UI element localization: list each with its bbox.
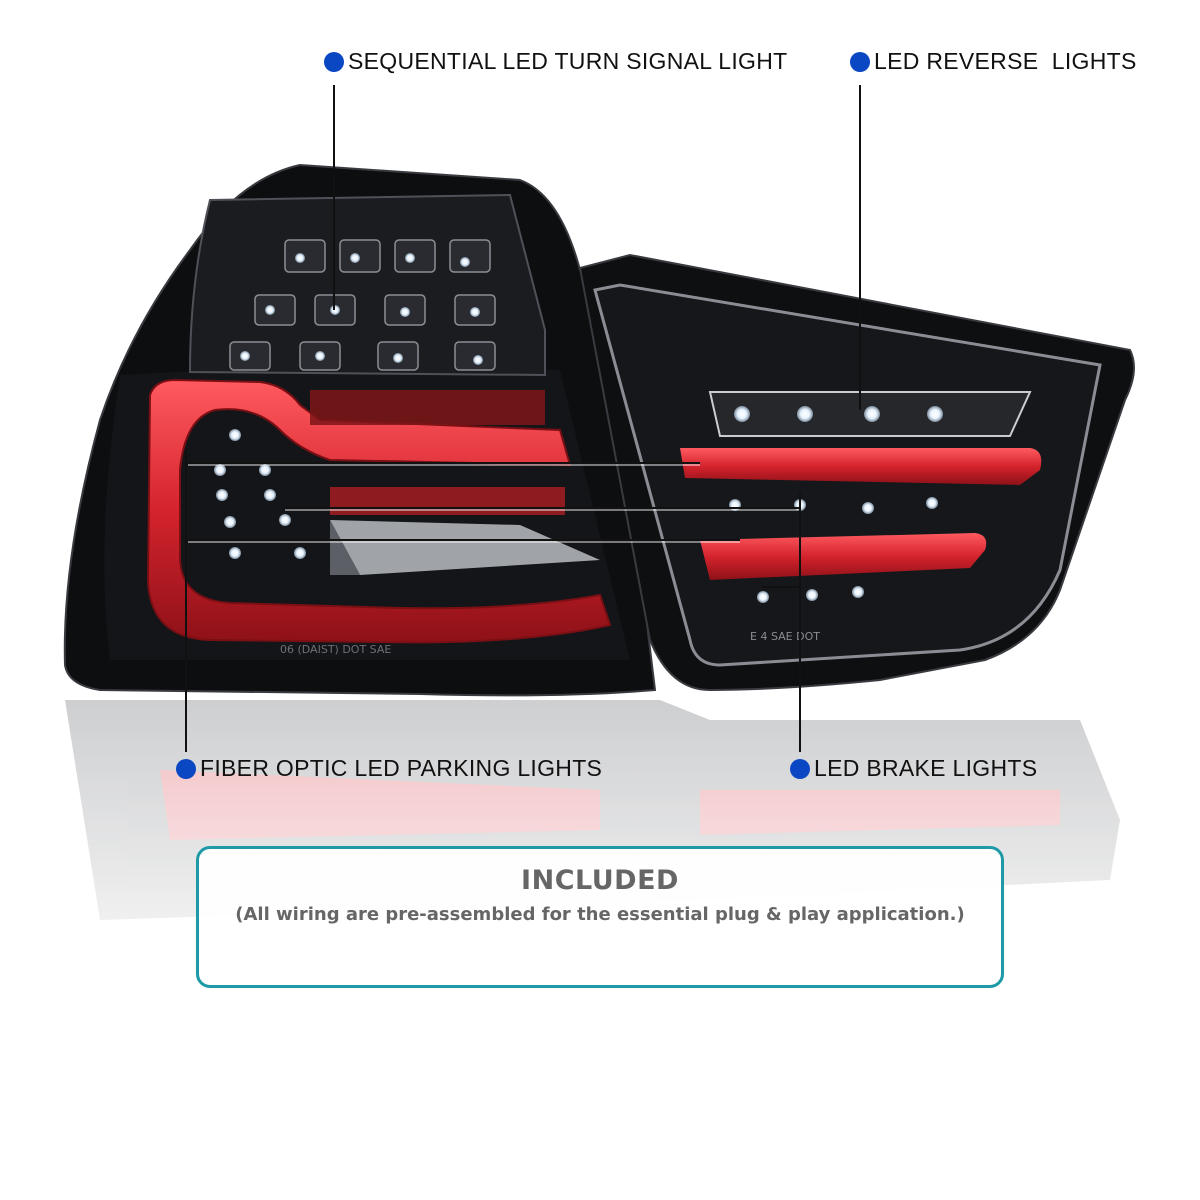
included-title: INCLUDED (521, 865, 679, 896)
callout-brake-lights: LED BRAKE LIGHTS (790, 755, 1037, 782)
callout-dot-icon (324, 51, 344, 72)
inner-tail-light: E 4 SAE DOT (578, 253, 1135, 692)
red-fiber-bar-bottom (700, 533, 987, 580)
lens-marking-left: 06 (DAIST) DOT SAE (280, 643, 391, 656)
callout-parking-label: FIBER OPTIC LED PARKING LIGHTS (200, 755, 603, 781)
callout-dot-icon (850, 51, 870, 72)
included-box: INCLUDED (All wiring are pre-assembled f… (196, 846, 1004, 988)
reverse-leds (734, 406, 943, 422)
outer-tail-light: 06 (DAIST) DOT SAE (63, 163, 657, 697)
callout-turn-signal-label: SEQUENTIAL LED TURN SIGNAL LIGHT (348, 48, 788, 74)
callout-brake-label: LED BRAKE LIGHTS (814, 755, 1038, 781)
lens-marking-right: E 4 SAE DOT (750, 630, 820, 643)
callout-dot-icon (790, 758, 810, 779)
callout-leader-lines (185, 85, 861, 752)
callout-reverse-lights: LED REVERSE LIGHTS (850, 48, 1137, 75)
included-note: (All wiring are pre-assembled for the es… (235, 904, 965, 925)
red-fiber-bar-top (680, 448, 1042, 485)
callout-reverse-label: LED REVERSE LIGHTS (874, 48, 1137, 74)
callout-turn-signal: SEQUENTIAL LED TURN SIGNAL LIGHT (324, 48, 787, 75)
callout-parking-lights: FIBER OPTIC LED PARKING LIGHTS (176, 755, 602, 782)
fiber-optic-swoosh-outer (146, 378, 612, 644)
callout-dot-icon (176, 758, 196, 779)
